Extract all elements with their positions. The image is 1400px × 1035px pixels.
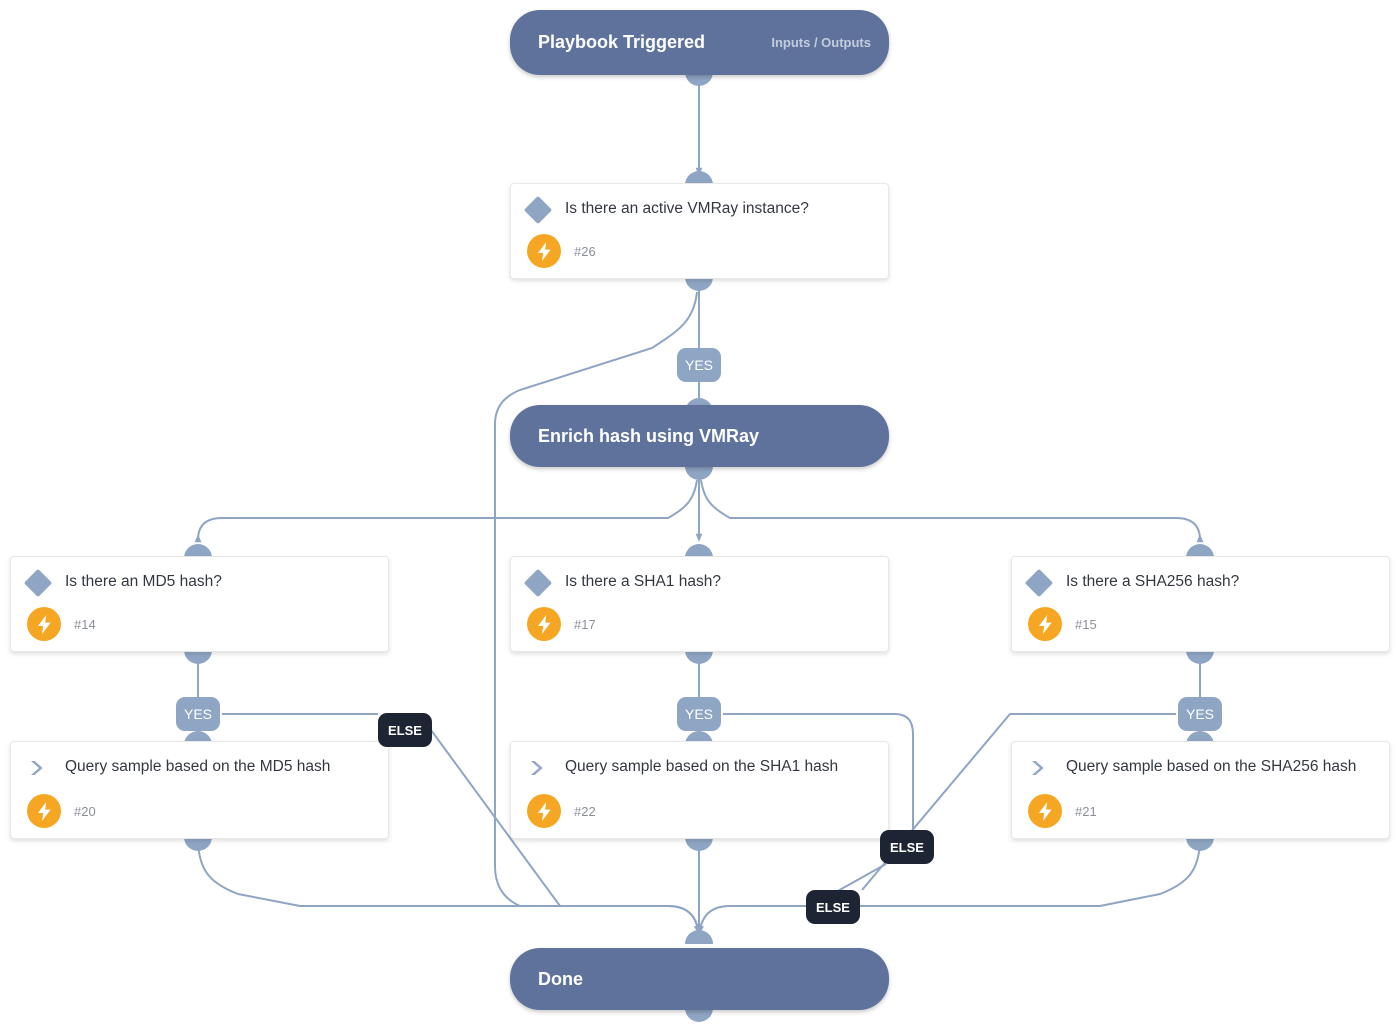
port-decision-vmray-top	[685, 171, 713, 185]
port-action-sha256-bottom	[1186, 837, 1214, 851]
edge-enrich-to-decision-md5	[194, 479, 698, 543]
node-number: #26	[574, 243, 596, 259]
node-number: #20	[74, 803, 96, 819]
branch-badge-else-sha256[interactable]: ELSE	[806, 890, 860, 924]
port-decision-md5-top	[184, 544, 212, 558]
node-title: Enrich hash using VMRay	[538, 425, 760, 446]
node-title: Is there a SHA1 hash?	[565, 573, 721, 590]
node-playbook-triggered[interactable]: Playbook Triggered Inputs / Outputs	[510, 10, 889, 75]
lightning-bolt-icon	[527, 794, 561, 828]
branch-badge-yes-sha256[interactable]: YES	[1178, 697, 1222, 731]
node-title: Is there a SHA256 hash?	[1066, 573, 1240, 590]
lightning-bolt-icon	[27, 794, 61, 828]
node-title: Done	[538, 968, 583, 989]
port-action-md5-bottom	[184, 837, 212, 851]
edge-action-md5-to-done	[197, 837, 701, 934]
lightning-bolt-icon	[527, 607, 561, 641]
node-decision-vmray[interactable]: Is there an active VMRay instance? #26	[510, 183, 889, 279]
diamond-icon	[1012, 557, 1066, 598]
edge-else-sha1-to-else-rail	[835, 863, 887, 893]
diamond-icon	[511, 557, 565, 598]
branch-badge-yes-vmray[interactable]: YES	[677, 348, 721, 382]
node-number: #21	[1075, 803, 1097, 819]
node-title: Playbook Triggered	[538, 32, 706, 52]
port-decision-sha256-top	[1186, 544, 1214, 558]
lightning-bolt-icon	[1028, 607, 1062, 641]
branch-label: YES	[684, 706, 713, 722]
edge-action-sha256-to-done	[697, 837, 1201, 934]
node-number: #15	[1075, 616, 1097, 632]
lightning-bolt-icon	[527, 234, 561, 268]
chevron-right-icon	[511, 742, 565, 778]
node-title: Query sample based on the MD5 hash	[65, 758, 331, 775]
edge-enrich-to-decision-sha256	[700, 479, 1204, 543]
port-enrich-bottom	[685, 466, 713, 480]
node-number: #17	[574, 616, 596, 632]
node-enrich-hash[interactable]: Enrich hash using VMRay	[510, 405, 889, 467]
port-done-top	[685, 930, 713, 944]
node-decision-sha1[interactable]: Is there a SHA1 hash? #17	[510, 556, 889, 652]
port-decision-vmray-bottom	[685, 277, 713, 291]
node-decision-sha256[interactable]: Is there a SHA256 hash? #15	[1011, 556, 1390, 652]
branch-label: ELSE	[388, 722, 422, 738]
chevron-right-icon	[11, 742, 65, 778]
node-decision-md5[interactable]: Is there an MD5 hash? #14	[10, 556, 389, 652]
lightning-bolt-icon	[27, 607, 61, 641]
node-action-md5[interactable]: Query sample based on the MD5 hash #20	[10, 741, 389, 839]
node-done[interactable]: Done	[510, 948, 889, 1010]
branch-label: YES	[183, 706, 212, 722]
port-decision-sha1-bottom	[685, 650, 713, 664]
port-done-bottom	[685, 1008, 713, 1022]
port-decision-sha256-bottom	[1186, 650, 1214, 664]
node-title: Is there an MD5 hash?	[65, 573, 222, 590]
diamond-icon	[11, 557, 65, 598]
node-title: Query sample based on the SHA256 hash	[1066, 758, 1357, 775]
branch-badge-else-sha1[interactable]: ELSE	[880, 830, 934, 864]
node-number: #22	[574, 803, 596, 819]
lightning-bolt-icon	[1028, 794, 1062, 828]
chevron-right-icon	[1012, 742, 1066, 778]
branch-label: YES	[684, 357, 713, 373]
branch-label: YES	[1185, 706, 1214, 722]
node-title: Is there an active VMRay instance?	[565, 200, 809, 217]
diamond-icon	[511, 184, 565, 225]
branch-label: ELSE	[890, 839, 924, 855]
node-title: Query sample based on the SHA1 hash	[565, 758, 839, 775]
port-action-sha1-bottom	[685, 837, 713, 851]
branch-label: ELSE	[816, 899, 850, 915]
branch-badge-yes-md5[interactable]: YES	[176, 697, 220, 731]
branch-badge-yes-sha1[interactable]: YES	[677, 697, 721, 731]
node-action-sha1[interactable]: Query sample based on the SHA1 hash #22	[510, 741, 889, 839]
node-action-sha256[interactable]: Query sample based on the SHA256 hash #2…	[1011, 741, 1390, 839]
port-decision-md5-bottom	[184, 650, 212, 664]
node-number: #14	[74, 616, 96, 632]
branch-badge-else-md5[interactable]: ELSE	[378, 713, 432, 747]
inputs-outputs-label[interactable]: Inputs / Outputs	[771, 35, 871, 50]
